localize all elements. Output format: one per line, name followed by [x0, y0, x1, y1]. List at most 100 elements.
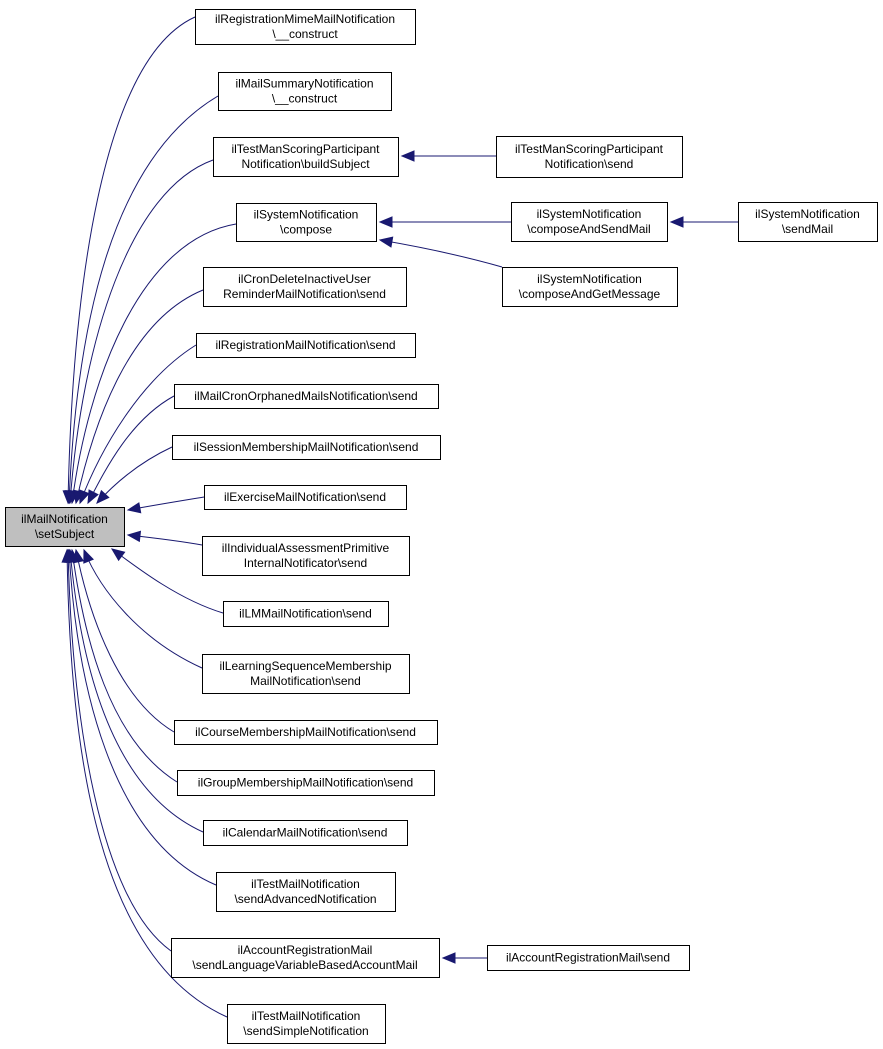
edges-layer: [61, 16, 738, 1018]
edge-n7-to-root: [87, 395, 175, 505]
node-n11[interactable]: ilLMMailNotification\send: [223, 601, 389, 627]
node-box[interactable]: [223, 601, 389, 627]
node-n17[interactable]: ilAccountRegistrationMail\sendLanguageVa…: [171, 938, 440, 978]
edge-n18-to-root: [61, 548, 228, 1018]
node-label-line: \composeAndSendMail: [527, 222, 650, 236]
node-box[interactable]: [195, 9, 416, 45]
node-label-line: ilRegistrationMailNotification\send: [215, 338, 395, 352]
node-label-line: \__construct: [272, 92, 338, 106]
edge-line: [83, 549, 203, 669]
node-box[interactable]: [502, 267, 678, 307]
node-box[interactable]: [218, 72, 392, 111]
node-label-line: \composeAndGetMessage: [519, 287, 661, 301]
node-box[interactable]: [172, 435, 441, 460]
edge-line: [79, 344, 197, 504]
node-label-line: \sendMail: [782, 222, 833, 236]
edge-n12-to-root: [83, 548, 203, 669]
node-n14[interactable]: ilGroupMembershipMailNotification\send: [177, 770, 435, 796]
node-label-line: ReminderMailNotification\send: [223, 287, 386, 301]
node-label-line: ilMailCronOrphanedMailsNotification\send: [194, 389, 417, 403]
node-box[interactable]: [202, 654, 410, 694]
edge-line: [67, 16, 196, 504]
node-label-line: ilTestManScoringParticipant: [515, 142, 664, 156]
node-label-line: ilExerciseMailNotification\send: [224, 490, 386, 504]
node-label-line: ilMailNotification: [21, 512, 108, 526]
edge-line: [68, 549, 217, 886]
node-box[interactable]: [236, 203, 377, 242]
node-n8[interactable]: ilSessionMembershipMailNotification\send: [172, 435, 441, 460]
node-n15[interactable]: ilCalendarMailNotification\send: [203, 820, 408, 846]
node-n7[interactable]: ilMailCronOrphanedMailsNotification\send: [174, 384, 439, 409]
node-box[interactable]: [487, 945, 690, 971]
node-n3[interactable]: ilTestManScoringParticipantNotification\…: [213, 137, 399, 177]
node-box[interactable]: [196, 333, 416, 358]
node-label-line: ilSystemNotification: [537, 272, 642, 286]
edge-arrowhead: [61, 548, 73, 563]
node-label-line: \sendAdvancedNotification: [234, 892, 376, 906]
edge-arrowhead: [83, 548, 94, 564]
node-n21[interactable]: ilSystemNotification\composeAndGetMessag…: [502, 267, 678, 307]
node-label-line: MailNotification\send: [250, 674, 361, 688]
node-box[interactable]: [5, 507, 125, 547]
node-label-line: Notification\buildSubject: [241, 157, 370, 171]
node-n6[interactable]: ilRegistrationMailNotification\send: [196, 333, 416, 358]
node-box[interactable]: [738, 202, 878, 242]
edge-arrowhead: [87, 489, 99, 505]
node-label-line: ilSystemNotification: [537, 207, 642, 221]
node-label-line: ilTestMailNotification: [252, 1009, 361, 1023]
node-box[interactable]: [174, 720, 438, 745]
node-box[interactable]: [216, 872, 396, 912]
node-box[interactable]: [227, 1004, 386, 1044]
node-n2[interactable]: ilMailSummaryNotification\__construct: [218, 72, 392, 111]
edge-n23-to-n17: [441, 952, 487, 964]
edge-arrowhead: [378, 216, 393, 228]
node-n4[interactable]: ilSystemNotification\compose: [236, 203, 377, 242]
node-label-line: ilAccountRegistrationMail: [238, 943, 373, 957]
node-label-line: ilLMMailNotification\send: [239, 607, 372, 621]
node-n1[interactable]: ilRegistrationMimeMailNotification\__con…: [195, 9, 416, 45]
edge-n13-to-root: [72, 548, 175, 733]
node-n20[interactable]: ilSystemNotification\composeAndSendMail: [511, 202, 668, 242]
edge-arrowhead: [126, 530, 142, 543]
node-box[interactable]: [204, 485, 407, 510]
edge-arrowhead: [126, 502, 142, 514]
node-n23[interactable]: ilAccountRegistrationMail\send: [487, 945, 690, 971]
node-label-line: ilSessionMembershipMailNotification\send: [194, 440, 419, 454]
node-box[interactable]: [203, 820, 408, 846]
node-n19[interactable]: ilTestManScoringParticipantNotification\…: [496, 136, 683, 178]
edge-n20-to-n4: [378, 216, 511, 228]
edge-line: [75, 289, 204, 504]
node-box[interactable]: [203, 267, 407, 307]
node-box[interactable]: [202, 536, 410, 576]
node-n16[interactable]: ilTestMailNotification\sendAdvancedNotif…: [216, 872, 396, 912]
node-n9[interactable]: ilExerciseMailNotification\send: [204, 485, 407, 510]
node-n5[interactable]: ilCronDeleteInactiveUserReminderMailNoti…: [203, 267, 407, 307]
edge-arrowhead: [96, 489, 110, 504]
node-label-line: ilTestManScoringParticipant: [231, 142, 380, 156]
node-label-line: \__construct: [272, 27, 338, 41]
node-label-line: \sendLanguageVariableBasedAccountMail: [192, 958, 417, 972]
root-node[interactable]: ilMailNotification\setSubject: [5, 507, 125, 547]
node-box[interactable]: [496, 136, 683, 178]
node-n22[interactable]: ilSystemNotification\sendMail: [738, 202, 878, 242]
edge-line: [67, 549, 172, 952]
edge-line: [68, 95, 219, 504]
node-label-line: ilIndividualAssessmentPrimitive: [222, 541, 390, 555]
node-n18[interactable]: ilTestMailNotification\sendSimpleNotific…: [227, 1004, 386, 1044]
node-n12[interactable]: ilLearningSequenceMembershipMailNotifica…: [202, 654, 410, 694]
edge-arrowhead: [79, 489, 90, 505]
node-box[interactable]: [171, 938, 440, 978]
node-label-line: ilCalendarMailNotification\send: [223, 826, 388, 840]
node-box[interactable]: [177, 770, 435, 796]
node-n10[interactable]: ilIndividualAssessmentPrimitiveInternalN…: [202, 536, 410, 576]
edge-n4-to-root: [67, 223, 237, 505]
edge-n8-to-root: [96, 446, 173, 504]
node-box[interactable]: [511, 202, 668, 242]
node-box[interactable]: [213, 137, 399, 177]
nodes-layer: ilMailNotification\setSubject ilRegistrat…: [5, 9, 878, 1044]
node-label-line: \compose: [280, 223, 332, 237]
node-n13[interactable]: ilCourseMembershipMailNotification\send: [174, 720, 438, 745]
node-box[interactable]: [174, 384, 439, 409]
edge-n22-to-n20: [669, 216, 738, 228]
